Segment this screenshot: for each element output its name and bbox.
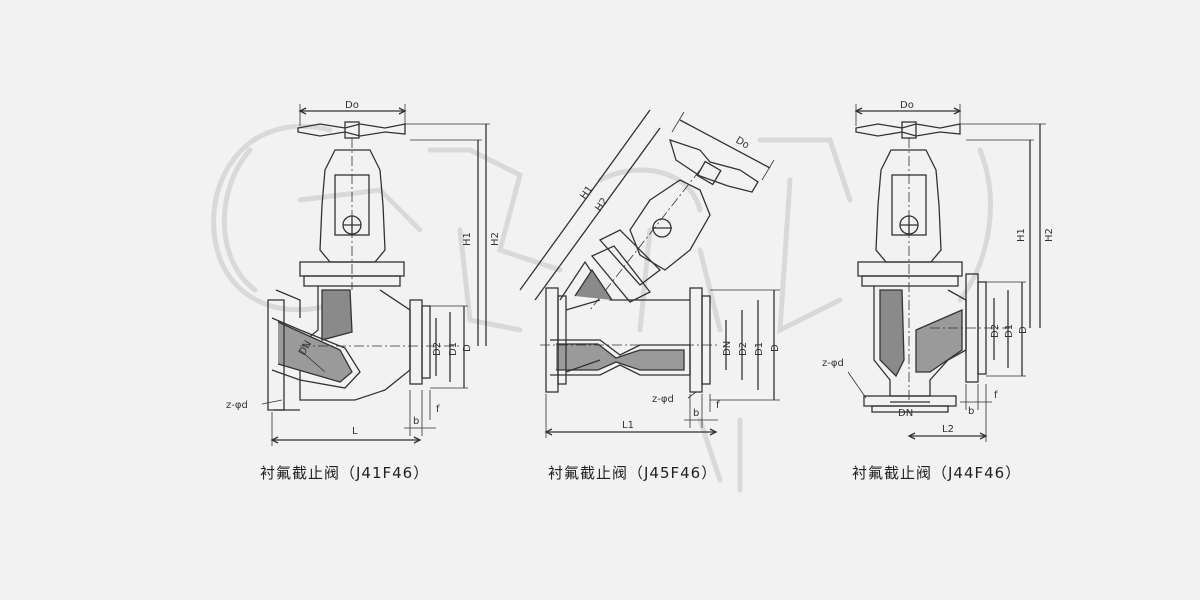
label-b: b — [413, 416, 419, 427]
label-d1: D1 — [754, 342, 765, 356]
label-h1: H1 — [1016, 228, 1027, 242]
caption-j41f46: 衬氟截止阀（J41F46） — [260, 464, 430, 482]
label-do: Do — [900, 100, 914, 111]
caption-j45f46: 衬氟截止阀（J45F46） — [548, 464, 718, 482]
label-d2: D2 — [738, 342, 749, 356]
label-dn: DN — [722, 341, 733, 356]
label-f: f — [994, 390, 998, 401]
label-d: D — [770, 344, 781, 352]
label-h2: H2 — [1044, 228, 1055, 242]
label-h2: H2 — [490, 232, 501, 246]
label-length: L1 — [622, 420, 634, 431]
label-dn: DN — [898, 408, 913, 419]
label-bolt: z-φd — [226, 400, 248, 411]
label-d1: D1 — [1004, 324, 1015, 338]
label-b: b — [968, 406, 974, 417]
label-f: f — [716, 400, 720, 411]
label-length: L — [352, 426, 358, 437]
label-f: f — [436, 404, 440, 415]
label-length: L2 — [942, 424, 954, 435]
label-do: Do — [345, 100, 359, 111]
label-d2: D2 — [432, 342, 443, 356]
label-b: b — [693, 408, 699, 419]
label-d2: D2 — [990, 324, 1001, 338]
label-d: D — [1018, 326, 1029, 334]
label-d1: D1 — [448, 342, 459, 356]
caption-j44f46: 衬氟截止阀（J44F46） — [852, 464, 1022, 482]
label-d: D — [462, 344, 473, 352]
label-bolt: z-φd — [652, 394, 674, 405]
label-bolt: z-φd — [822, 358, 844, 369]
label-h1: H1 — [462, 232, 473, 246]
